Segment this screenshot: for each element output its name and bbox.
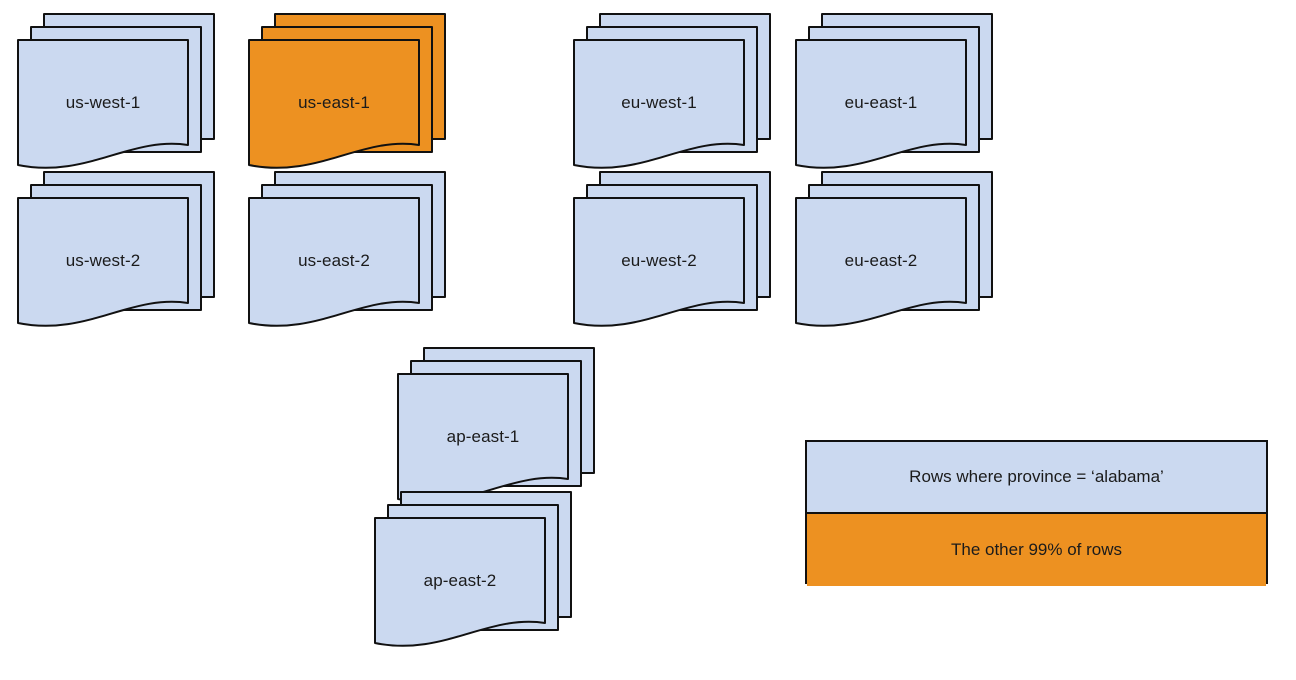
- region-stack-label-eu-east-1: eu-east-1: [844, 92, 918, 112]
- legend-row-alabama: Rows where province = ‘alabama’: [807, 442, 1266, 514]
- region-stack-label-us-west-2: us-west-2: [65, 250, 141, 270]
- region-stack-label-us-east-1: us-east-1: [298, 92, 370, 112]
- region-stack-us-west-2[interactable]: us-west-2: [17, 171, 215, 339]
- document-sheet-front: [248, 39, 420, 169]
- legend-row-alabama-label: Rows where province = ‘alabama’: [909, 467, 1164, 486]
- document-sheet-front: [795, 39, 967, 169]
- region-stack-label-us-east-2: us-east-2: [298, 250, 370, 270]
- region-stack-label-eu-west-2: eu-west-2: [621, 250, 697, 270]
- document-sheet-front: [573, 39, 745, 169]
- legend-row-other: The other 99% of rows: [807, 514, 1266, 586]
- document-sheet-front: [248, 197, 420, 327]
- region-stack-eu-west-1[interactable]: eu-west-1: [573, 13, 771, 181]
- region-stack-us-west-1[interactable]: us-west-1: [17, 13, 215, 181]
- region-stack-ap-east-1[interactable]: ap-east-1: [397, 347, 595, 515]
- document-sheet-front: [573, 197, 745, 327]
- region-stack-label-eu-west-1: eu-west-1: [621, 92, 697, 112]
- region-stack-eu-east-2[interactable]: eu-east-2: [795, 171, 993, 339]
- region-stack-label-ap-east-1: ap-east-1: [446, 426, 520, 446]
- region-stack-us-east-2[interactable]: us-east-2: [248, 171, 446, 339]
- region-stack-label-eu-east-2: eu-east-2: [844, 250, 918, 270]
- region-stack-eu-east-1[interactable]: eu-east-1: [795, 13, 993, 181]
- document-sheet-front: [17, 39, 189, 169]
- region-stack-label-ap-east-2: ap-east-2: [423, 570, 497, 590]
- legend: Rows where province = ‘alabama’ The other…: [805, 440, 1268, 586]
- document-sheet-front: [17, 197, 189, 327]
- legend-row-other-label: The other 99% of rows: [950, 540, 1123, 559]
- document-sheet-front: [374, 517, 546, 647]
- region-stack-eu-west-2[interactable]: eu-west-2: [573, 171, 771, 339]
- region-stack-label-us-west-1: us-west-1: [65, 92, 141, 112]
- document-sheet-front: [795, 197, 967, 327]
- region-stack-us-east-1[interactable]: us-east-1: [248, 13, 446, 181]
- region-stack-ap-east-2[interactable]: ap-east-2: [374, 491, 572, 659]
